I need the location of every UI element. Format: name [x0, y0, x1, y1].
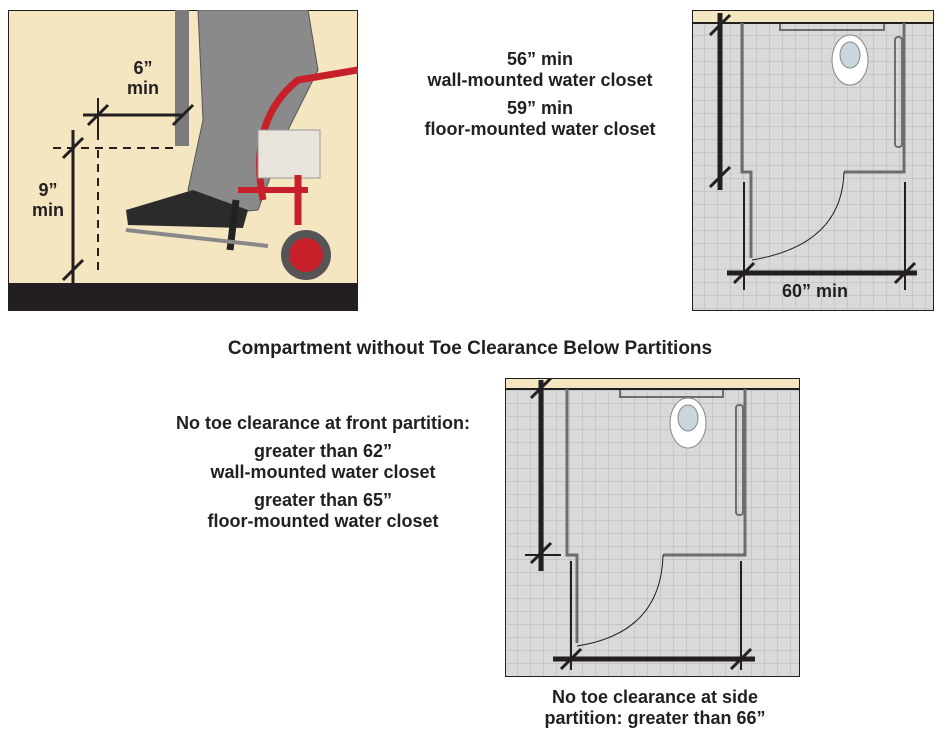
wall-mounted-greater-line1: greater than 62” — [253, 441, 393, 461]
floor-mounted-greater-line1: greater than 65” — [253, 490, 393, 510]
floor-mounted-greater-line2: floor-mounted water closet — [207, 511, 439, 531]
compartment-plan-with-toe-clearance — [692, 10, 934, 311]
side-partition-line1: No toe clearance at side — [551, 687, 759, 707]
section-title: Compartment without Toe Clearance Below … — [227, 338, 713, 359]
toe-height-label: 9”min — [18, 180, 78, 220]
toe-height-value: 9” — [38, 180, 58, 200]
toe-depth-label: 6”min — [113, 58, 173, 98]
toe-depth-value: 6” — [133, 58, 153, 78]
toe-clearance-illustration — [8, 10, 358, 311]
side-partition-line2: partition: greater than 66” — [544, 708, 766, 728]
wall-mounted-greater-line2: wall-mounted water closet — [210, 462, 436, 482]
floor-mounted-min-line2: floor-mounted water closet — [424, 119, 656, 139]
front-partition-heading: No toe clearance at front partition: — [175, 413, 471, 433]
toe-height-unit: min — [31, 200, 64, 220]
width-60-min-label: 60” min — [781, 281, 849, 301]
compartment-plan-without-toe-clearance — [505, 378, 800, 677]
wall-mounted-min-line1: 56” min — [506, 49, 574, 69]
wall-mounted-min-line2: wall-mounted water closet — [427, 70, 653, 90]
floor-mounted-min-line1: 59” min — [506, 98, 574, 118]
toe-depth-unit: min — [126, 78, 159, 98]
